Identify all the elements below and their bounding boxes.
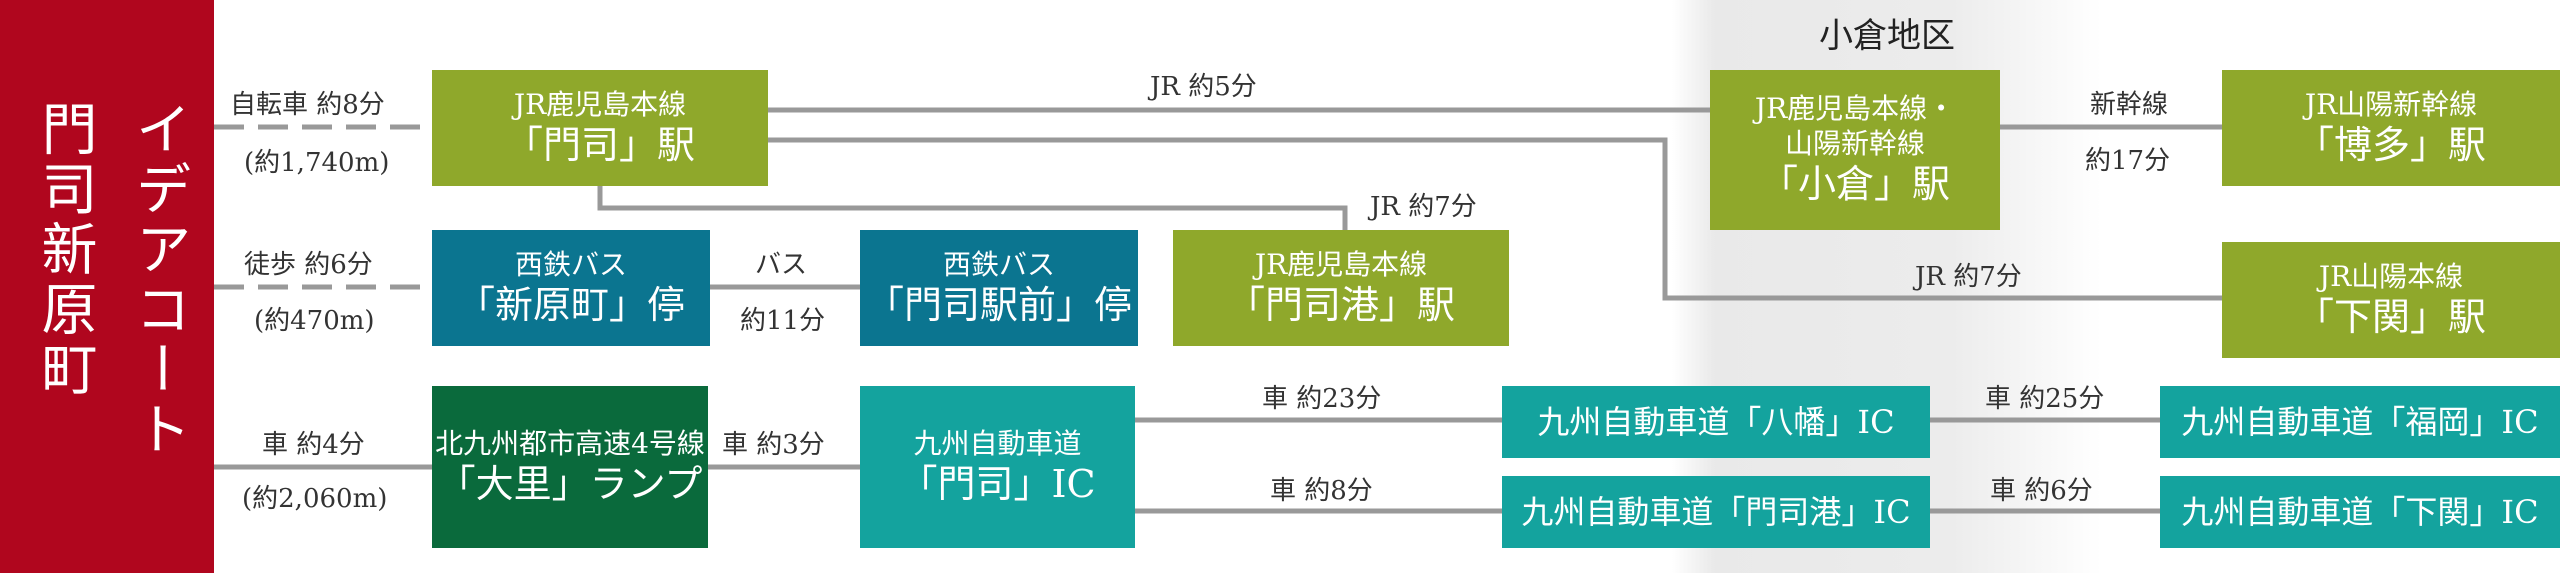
- bike-time-label: 自転車 約8分: [230, 90, 385, 120]
- origin-ideacourt: イデアコート 門司新原町: [0, 0, 214, 573]
- fukuoka-ic-box: 九州自動車道「福岡」IC: [2160, 386, 2560, 458]
- moji-station-box: JR鹿児島本線 「門司」駅: [432, 70, 768, 186]
- moji-ekimae-bus-stop-box: 西鉄バス 「門司駅前」停: [860, 230, 1138, 346]
- shinkaramachi-bus-operator: 西鉄バス: [514, 247, 627, 281]
- jr7b-label: JR 約7分: [1915, 262, 2022, 292]
- hakata-station-name: 「博多」駅: [2295, 122, 2486, 167]
- car4-distance-label: (約2,060m): [242, 484, 388, 514]
- bike-distance-label: (約1,740m): [244, 148, 390, 178]
- walk-distance-label: (約470m): [254, 306, 375, 336]
- moji-ic-box: 九州自動車道 「門司」IC: [860, 386, 1135, 548]
- car4-time-label: 車 約4分: [262, 430, 365, 460]
- kokura-district-title: 小倉地区: [1819, 16, 1955, 56]
- shinkansen-time-label: 約17分: [2085, 146, 2171, 176]
- bus11-mode-label: バス: [755, 250, 808, 280]
- moji-station-name: 「門司」駅: [504, 122, 695, 167]
- origin-name-line1: イデアコート: [126, 100, 191, 460]
- mojiko-station-line: JR鹿児島本線: [1254, 247, 1428, 281]
- shimonoseki-ic-box: 九州自動車道「下関」IC: [2160, 476, 2560, 548]
- bus11-time-label: 約11分: [740, 306, 826, 336]
- mojiko-station-box: JR鹿児島本線 「門司港」駅: [1173, 230, 1509, 346]
- kokura-station-line2: 山陽新幹線: [1784, 127, 1925, 161]
- hakata-station-box: JR山陽新幹線 「博多」駅: [2222, 70, 2560, 186]
- jr7b-route-line: [768, 137, 2222, 301]
- mojiko-station-name: 「門司港」駅: [1226, 282, 1455, 327]
- jr7a-route-line: [597, 186, 1348, 230]
- dairi-ramp-box: 北九州都市高速4号線 「大里」ランプ: [432, 386, 708, 548]
- yahata-ic-name: 九州自動車道「八幡」IC: [1537, 403, 1895, 441]
- mojiko-ic-box: 九州自動車道「門司港」IC: [1502, 476, 1930, 548]
- moji-ekimae-bus-stop-name: 「門司駅前」停: [865, 282, 1132, 327]
- car8-label: 車 約8分: [1270, 476, 1373, 506]
- shimonoseki-station-box: JR山陽本線 「下関」駅: [2222, 242, 2560, 358]
- shinkaramachi-bus-stop-box: 西鉄バス 「新原町」停: [432, 230, 710, 346]
- mojiko-ic-name: 九州自動車道「門司港」IC: [1521, 493, 1911, 531]
- fukuoka-ic-name: 九州自動車道「福岡」IC: [2181, 403, 2539, 441]
- moji-ic-expressway: 九州自動車道: [913, 426, 1082, 460]
- shimonoseki-station-name: 「下関」駅: [2295, 294, 2486, 339]
- kokura-station-name: 「小倉」駅: [1759, 162, 1950, 207]
- yahata-ic-box: 九州自動車道「八幡」IC: [1502, 386, 1930, 458]
- kokura-station-box: JR鹿児島本線・ 山陽新幹線 「小倉」駅: [1710, 70, 2000, 230]
- car6-label: 車 約6分: [1990, 476, 2093, 506]
- shimonoseki-station-line: JR山陽本線: [2318, 259, 2464, 293]
- car3-label: 車 約3分: [722, 430, 825, 460]
- jr5-label: JR 約5分: [1150, 72, 1257, 102]
- shinkaramachi-bus-stop-name: 「新原町」停: [456, 282, 685, 327]
- dairi-ramp-expressway: 北九州都市高速4号線: [435, 426, 705, 460]
- dairi-ramp-name: 「大里」ランプ: [437, 461, 703, 506]
- shimonoseki-ic-name: 九州自動車道「下関」IC: [2181, 493, 2539, 531]
- moji-ic-name: 「門司」IC: [899, 461, 1096, 506]
- origin-name-line2: 門司新原町: [32, 100, 97, 400]
- car23-label: 車 約23分: [1262, 384, 1382, 414]
- kokura-station-line1: JR鹿児島本線・: [1754, 92, 1956, 126]
- hakata-station-line: JR山陽新幹線: [2304, 87, 2478, 121]
- shinkansen-name-label: 新幹線: [2090, 90, 2169, 120]
- car25-label: 車 約25分: [1985, 384, 2105, 414]
- moji-station-line: JR鹿児島本線: [513, 87, 687, 121]
- jr7a-label: JR 約7分: [1370, 192, 1477, 222]
- moji-ekimae-bus-operator: 西鉄バス: [942, 247, 1055, 281]
- walk-time-label: 徒歩 約6分: [244, 250, 373, 280]
